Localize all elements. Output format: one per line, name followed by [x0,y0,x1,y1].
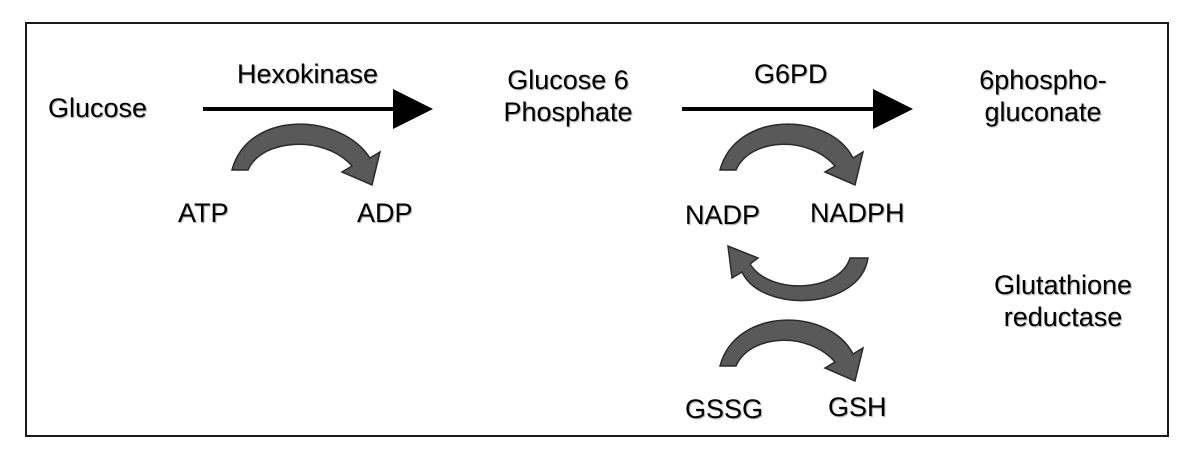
atp-label: ATP [178,198,229,228]
glucose-6-phosphate-label: Glucose 6 Phosphate [483,64,653,129]
nadph-label: NADPH [810,198,905,228]
gsh-label: GSH [828,392,887,422]
6-phosphogluconate-line1: 6phospho- [979,65,1107,95]
glutathione-reductase-label: Glutathione reductase [968,269,1158,334]
6-phosphogluconate-label: 6phospho- gluconate [958,64,1128,129]
gssg-label: GSSG [685,394,764,424]
adp-label: ADP [357,198,413,228]
nadph-to-nadp-curved-arrow [727,244,869,302]
glutathione-reductase-line1: Glutathione [993,270,1133,300]
6-phosphogluconate-line2: gluconate [984,97,1102,128]
glucose-label: Glucose [48,93,148,123]
glucose-6-phosphate-line2: Phosphate [503,97,633,128]
diagram-frame [25,22,1169,437]
glutathione-reductase-line2: reductase [1003,302,1123,333]
nadp-label: NADP [685,200,761,230]
nadp-to-nadph-curved-arrow [719,123,865,187]
g6pd-label: G6PD [754,59,828,89]
glucose-6-phosphate-line1: Glucose 6 [507,65,629,95]
atp-to-adp-curved-arrow [231,123,382,187]
hexokinase-label: Hexokinase [237,59,379,89]
gssg-to-gsh-curved-arrow [719,319,865,383]
